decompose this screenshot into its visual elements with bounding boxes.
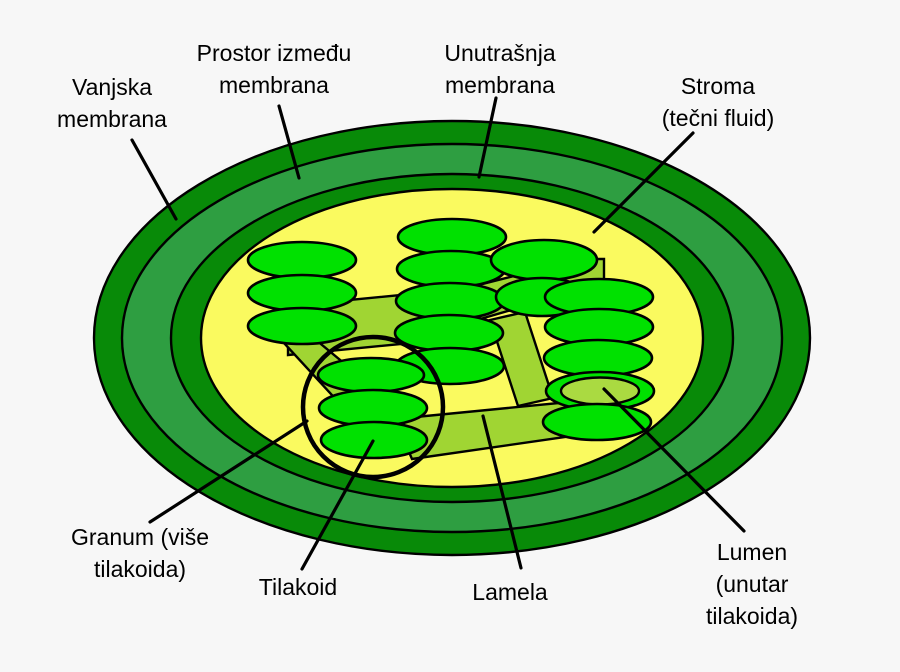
label-thylakoid: Tilakoid xyxy=(258,574,338,600)
label-inner-membrane: Unutrašnja membrana xyxy=(444,40,556,98)
thylakoid-shape xyxy=(246,306,358,346)
thylakoid-shape xyxy=(246,273,358,313)
thylakoid-shape xyxy=(396,217,508,257)
thylakoid-shape xyxy=(489,238,599,282)
leader-line-outer-membrane xyxy=(130,138,178,221)
granum-middle xyxy=(393,217,508,386)
label-stroma: Stroma (tečni fluid) xyxy=(661,73,775,131)
thylakoid-shape xyxy=(541,402,653,442)
thylakoid-shape xyxy=(395,249,507,289)
granum-right xyxy=(541,277,656,442)
leader-line-intermembrane-space xyxy=(277,104,301,180)
leader-lines xyxy=(130,96,746,571)
thylakoid-shape xyxy=(316,356,426,394)
label-lamella: Lamela xyxy=(472,579,548,605)
leader-line-granum xyxy=(148,419,309,524)
thylakoid-shape xyxy=(317,388,429,428)
leader-line-lumen xyxy=(602,387,746,533)
label-intermembrane-space: Prostor između membrana xyxy=(196,40,352,98)
thylakoid-shape xyxy=(542,338,654,378)
thylakoid-shape xyxy=(394,281,506,321)
leader-line-stroma xyxy=(592,131,695,234)
label-outer-membrane: Vanjska membrana xyxy=(57,74,167,132)
leader-line-lamella xyxy=(481,414,523,570)
thylakoid-shape xyxy=(246,240,358,280)
leader-line-thylakoid xyxy=(300,439,375,571)
thylakoid-shape xyxy=(393,313,505,353)
label-lumen: Lumen (unutar tilakoida) xyxy=(705,539,799,629)
lumen-shape xyxy=(559,376,641,406)
granum-left xyxy=(246,240,358,346)
granum-highlight-circle xyxy=(300,334,446,480)
leader-line-inner-membrane xyxy=(477,96,498,179)
label-granum: Granum (više tilakoida) xyxy=(70,524,210,582)
